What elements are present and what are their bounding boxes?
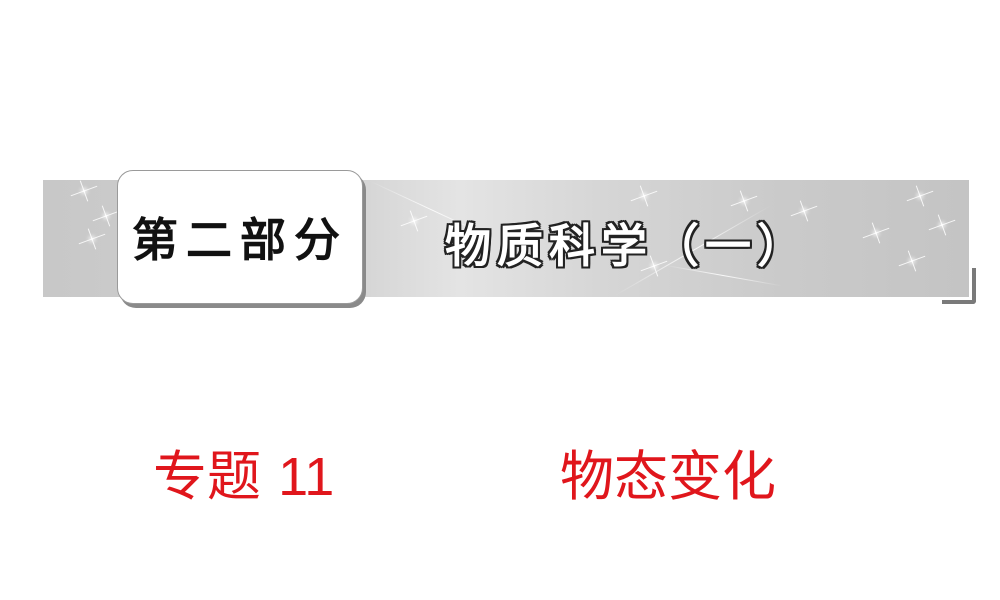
sparkle-decoration — [413, 220, 415, 222]
topic-number: 专题 11 — [153, 432, 334, 511]
sparkle-decoration — [743, 200, 745, 202]
sparkle-decoration — [653, 265, 655, 267]
section-title: 物质科学（一） — [445, 219, 809, 273]
sparkle-decoration — [911, 260, 913, 262]
banner-shadow — [942, 268, 976, 304]
sparkle-decoration — [803, 210, 805, 212]
sparkle-decoration — [875, 232, 877, 234]
sparkle-decoration — [105, 215, 107, 217]
topic-number-prefix: 专题 — [153, 445, 261, 508]
sparkle-decoration — [91, 238, 93, 240]
part-label: 第二部分 — [132, 213, 348, 267]
topic-title: 物态变化 — [560, 445, 776, 508]
sparkle-decoration — [941, 224, 943, 226]
sparkle-decoration — [919, 195, 921, 197]
sparkle-decoration — [83, 190, 85, 192]
part-label-box: 第二部分 — [117, 170, 363, 304]
sparkle-decoration — [643, 195, 645, 197]
topic-number-value: 11 — [278, 447, 335, 507]
